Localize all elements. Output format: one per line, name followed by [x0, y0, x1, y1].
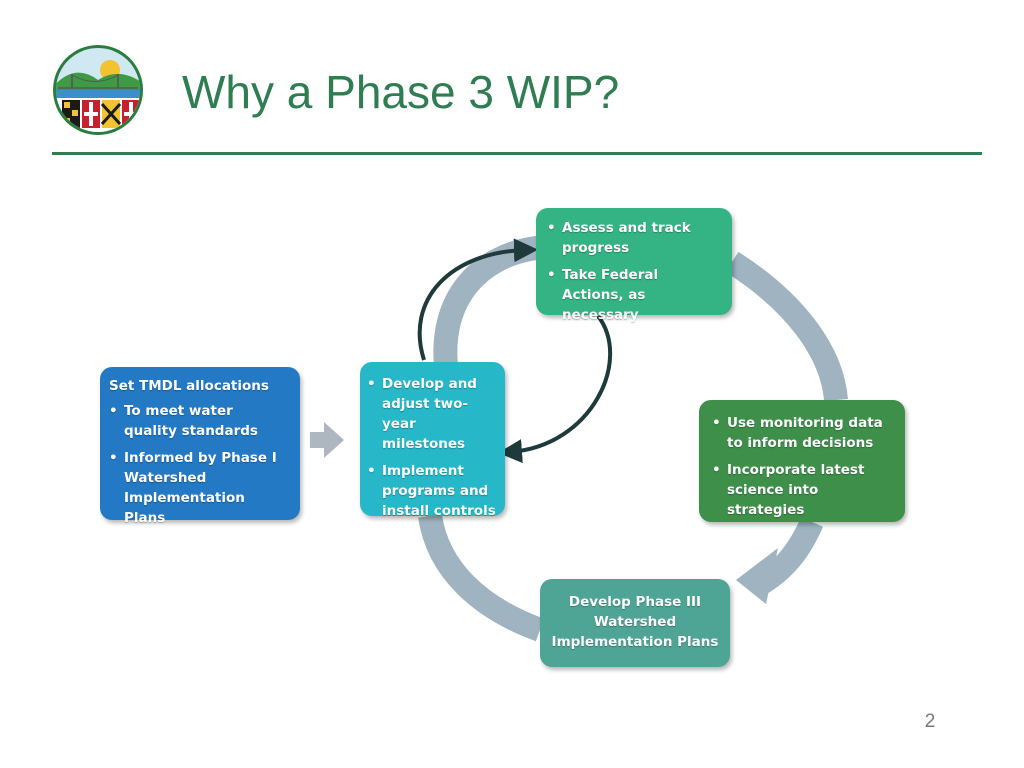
title-divider: [52, 152, 982, 155]
page-number: 2: [924, 711, 936, 732]
tmdl-bullet-2: Informed by Phase I Watershed Implementa…: [109, 448, 288, 528]
assess-bullet-2: Take Federal Actions, as necessary: [547, 265, 720, 325]
monitoring-data-box: Use monitoring data to inform decisions …: [699, 400, 905, 522]
tmdl-heading: Set TMDL allocations: [109, 378, 269, 394]
mde-logo: [53, 45, 143, 135]
phase3-text: Develop Phase III Watershed Implementati…: [551, 594, 719, 650]
cycle-arc-left: [418, 513, 545, 642]
develop-milestones-box: Develop and adjust two-year milestones I…: [360, 362, 505, 519]
feedback-arrow-up: [417, 238, 538, 361]
develop-bullet-1: Develop and adjust two-year milestones: [367, 374, 497, 454]
tmdl-bullet-1: To meet water quality standards: [109, 401, 288, 441]
feedback-arrow-down: [498, 314, 613, 464]
monitor-bullet-1: Use monitoring data to inform decisions: [712, 413, 895, 453]
transition-arrow: [310, 422, 344, 458]
cycle-arrowhead: [736, 548, 778, 604]
cycle-arc-right: [725, 251, 848, 402]
tmdl-allocations-box: Set TMDL allocations To meet water quali…: [100, 367, 300, 526]
monitor-bullet-2: Incorporate latest science into strategi…: [712, 460, 895, 520]
slide-title: Why a Phase 3 WIP?: [182, 66, 620, 118]
phase3-wip-box: Develop Phase III Watershed Implementati…: [540, 579, 730, 667]
assess-track-box: Assess and track progress Take Federal A…: [536, 208, 732, 323]
assess-bullet-1: Assess and track progress: [547, 218, 720, 258]
develop-bullet-2: Implement programs and install controls: [367, 461, 497, 521]
